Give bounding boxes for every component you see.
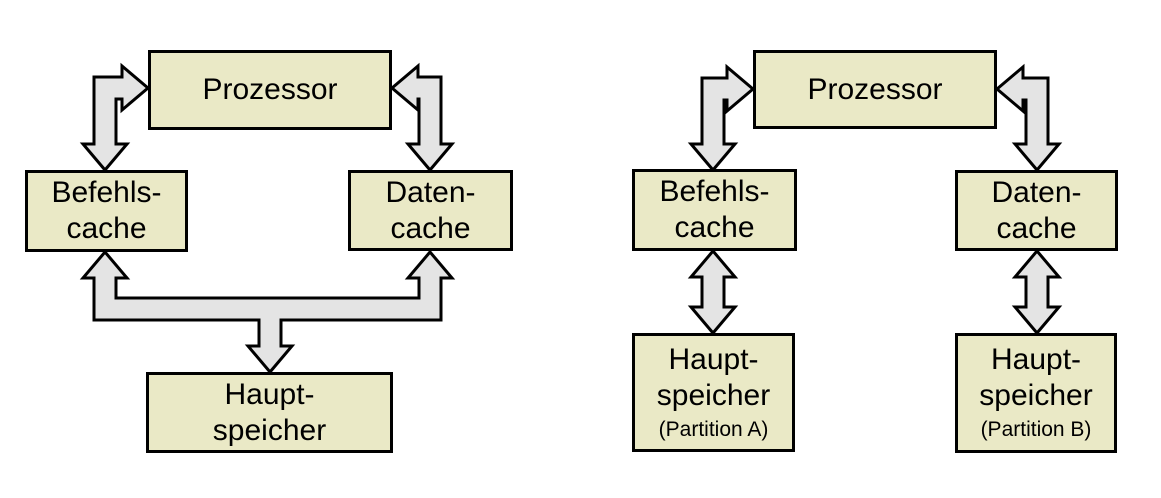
- left-processor-label: Prozessor: [202, 73, 338, 106]
- right-main-memory-a-sublabel: (Partition A): [658, 417, 769, 441]
- right-instruction-cache-box: Befehls- cache: [632, 169, 797, 251]
- left-processor-box: Prozessor: [148, 50, 392, 130]
- right-processor-box: Prozessor: [753, 50, 997, 129]
- left-instruction-cache-label: Befehls- cache: [51, 176, 162, 245]
- right-data-cache-box: Daten- cache: [955, 170, 1118, 251]
- arrow-right-instruction-cache-memory-a-icon: [687, 248, 739, 336]
- right-main-memory-b-label: Haupt- speicher: [979, 343, 1093, 412]
- left-instruction-cache-box: Befehls- cache: [25, 170, 188, 252]
- arrow-left-memory-caches-trident-icon: [79, 249, 456, 375]
- left-data-cache-box: Daten- cache: [348, 170, 513, 251]
- right-main-memory-b-sublabel: (Partition B): [980, 418, 1092, 441]
- right-processor-label: Prozessor: [807, 72, 943, 106]
- arrow-right-processor-data-cache-icon: [994, 63, 1063, 173]
- arrow-right-processor-instruction-cache-icon: [687, 63, 756, 173]
- left-main-memory-label: Haupt- speicher: [212, 377, 327, 447]
- arrow-left-processor-data-cache-icon: [389, 62, 456, 173]
- right-instruction-cache-label: Befehls- cache: [659, 175, 770, 244]
- arrow-right-data-cache-memory-b-icon: [1011, 248, 1063, 336]
- right-data-cache-label: Daten- cache: [991, 175, 1082, 245]
- arrow-left-processor-instruction-cache-icon: [79, 62, 151, 173]
- left-main-memory-box: Haupt- speicher: [146, 372, 393, 453]
- right-main-memory-a-label: Haupt- speicher: [656, 342, 771, 412]
- right-main-memory-a-box: Haupt- speicher (Partition A): [632, 333, 795, 452]
- right-main-memory-b-box: Haupt- speicher (Partition B): [955, 333, 1117, 453]
- left-data-cache-label: Daten- cache: [385, 175, 476, 245]
